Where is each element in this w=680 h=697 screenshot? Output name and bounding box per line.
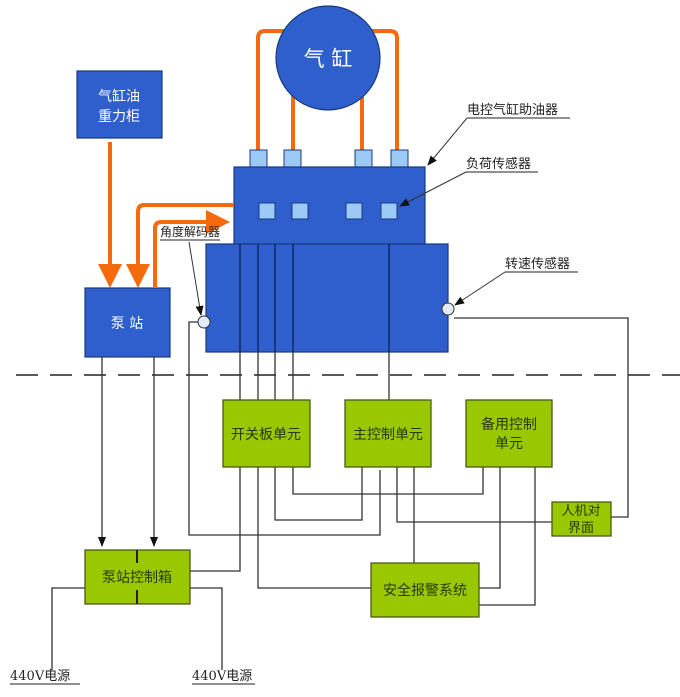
hmi-label-1: 人机对 xyxy=(561,504,600,519)
backup-control-unit xyxy=(465,399,553,468)
callout-speed-sensor: 转速传感器 xyxy=(454,256,578,306)
engine-block xyxy=(205,243,449,353)
gravity-tank-label-2: 重力柜 xyxy=(98,109,140,125)
power-label-left: 440V电源 xyxy=(10,669,80,685)
callout-angle-encoder: 角度解码器 xyxy=(160,224,220,316)
hmi-label-2: 界面 xyxy=(568,521,594,536)
angle-encoder-label: 角度解码器 xyxy=(160,224,220,239)
speed-sensor-label: 转速传感器 xyxy=(505,256,570,272)
cylinder-oil-pipes xyxy=(256,29,399,152)
control-wiring xyxy=(51,317,629,670)
backup-control-label-2: 单元 xyxy=(495,436,523,452)
safety-alarm-system-label: 安全报警系统 xyxy=(383,582,467,599)
safety-alarm-system xyxy=(370,562,480,618)
switch-board-unit-label: 开关板单元 xyxy=(231,427,301,443)
hmi-panel xyxy=(551,501,612,537)
callout-lubricator: 电控气缸助油器 xyxy=(427,102,570,166)
load-sensor-ports xyxy=(258,202,398,220)
main-control-unit-label: 主控制单元 xyxy=(353,427,423,443)
backup-control-label-1: 备用控制 xyxy=(481,416,537,433)
cylinder xyxy=(275,5,381,111)
svg-text:440V电源: 440V电源 xyxy=(10,669,70,684)
callout-load-sensor: 负荷传感器 xyxy=(399,156,538,207)
cylinder-oil-gravity-tank xyxy=(76,70,163,139)
pump-station-label: 泵 站 xyxy=(111,316,143,332)
lubricator-top-ports xyxy=(249,149,409,168)
svg-text:440V电源: 440V电源 xyxy=(192,669,252,684)
engine-signal-lines xyxy=(239,244,390,352)
pump-control-box-label: 泵站控制箱 xyxy=(102,570,172,586)
gravity-tank-label-1: 气缸油 xyxy=(98,88,140,105)
switch-board-unit xyxy=(222,399,311,468)
pump-station xyxy=(84,287,171,358)
angle-encoder-sensor xyxy=(197,315,211,329)
power-label-right: 440V电源 xyxy=(192,669,255,685)
oil-flow-pipes xyxy=(98,142,234,288)
speed-sensor xyxy=(441,302,455,316)
cylinder-label: 气 缸 xyxy=(304,47,353,71)
main-control-unit xyxy=(344,399,432,468)
load-sensor-label: 负荷传感器 xyxy=(466,156,531,172)
lubricator-label: 电控气缸助油器 xyxy=(467,102,558,118)
